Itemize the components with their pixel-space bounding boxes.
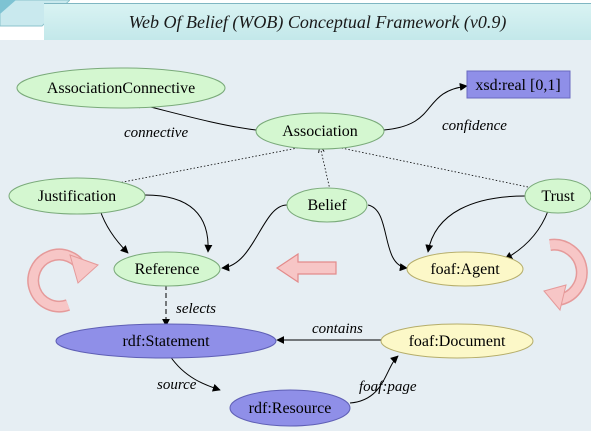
node-foaf-document-label: foaf:Document (409, 333, 506, 350)
edge-trust-agent-2 (504, 210, 549, 260)
node-foaf-agent-label: foaf:Agent (430, 261, 500, 278)
edge-source (169, 355, 221, 392)
node-foaf-document: foaf:Document (380, 323, 534, 359)
label-confidence: confidence (442, 118, 507, 134)
label-selects: selects (176, 301, 216, 317)
label-connective: connective (124, 125, 188, 141)
node-reference-label: Reference (135, 261, 200, 278)
node-justification-label: Justification (38, 188, 116, 205)
node-trust-label: Trust (541, 188, 575, 205)
edge-trust-agent-1 (425, 195, 526, 253)
edge-belief-agent (367, 204, 408, 272)
node-xsd-real: xsd:real [0,1] (466, 70, 571, 99)
left-block-arrow-icon (275, 252, 337, 284)
node-association-connective-label: AssociationConnective (47, 80, 195, 97)
node-justification: Justification (8, 177, 146, 215)
label-source: source (157, 377, 197, 393)
node-association: Association (255, 112, 385, 150)
edge-foaf-page (349, 355, 399, 404)
node-belief: Belief (286, 187, 368, 223)
node-belief-label: Belief (307, 197, 347, 214)
diagram-title: Web Of Belief (WOB) Conceptual Framework… (44, 3, 591, 41)
node-reference: Reference (113, 251, 221, 287)
edge-justification-association (117, 144, 318, 184)
circular-arrow-icon (27, 248, 99, 313)
edge-justification-reference-2 (144, 194, 213, 253)
label-foaf-page: foaf:page (359, 379, 417, 395)
edge-confidence (383, 82, 468, 131)
edge-belief-association (320, 146, 331, 191)
node-rdf-statement: rdf:Statement (55, 323, 277, 359)
node-association-connective: AssociationConnective (16, 67, 226, 109)
edge-trust-association (322, 144, 529, 188)
node-foaf-agent: foaf:Agent (406, 251, 524, 287)
circular-arrow-icon (543, 238, 588, 312)
node-association-label: Association (282, 123, 358, 140)
node-rdf-resource: rdf:Resource (229, 389, 351, 427)
edge-justification-reference-1 (99, 209, 129, 254)
label-contains: contains (312, 321, 363, 337)
node-rdf-resource-label: rdf:Resource (249, 400, 332, 417)
node-xsd-real-label: xsd:real [0,1] (475, 77, 560, 94)
node-trust: Trust (524, 178, 591, 214)
node-rdf-statement-label: rdf:Statement (122, 333, 210, 350)
edge-belief-reference (221, 204, 288, 272)
